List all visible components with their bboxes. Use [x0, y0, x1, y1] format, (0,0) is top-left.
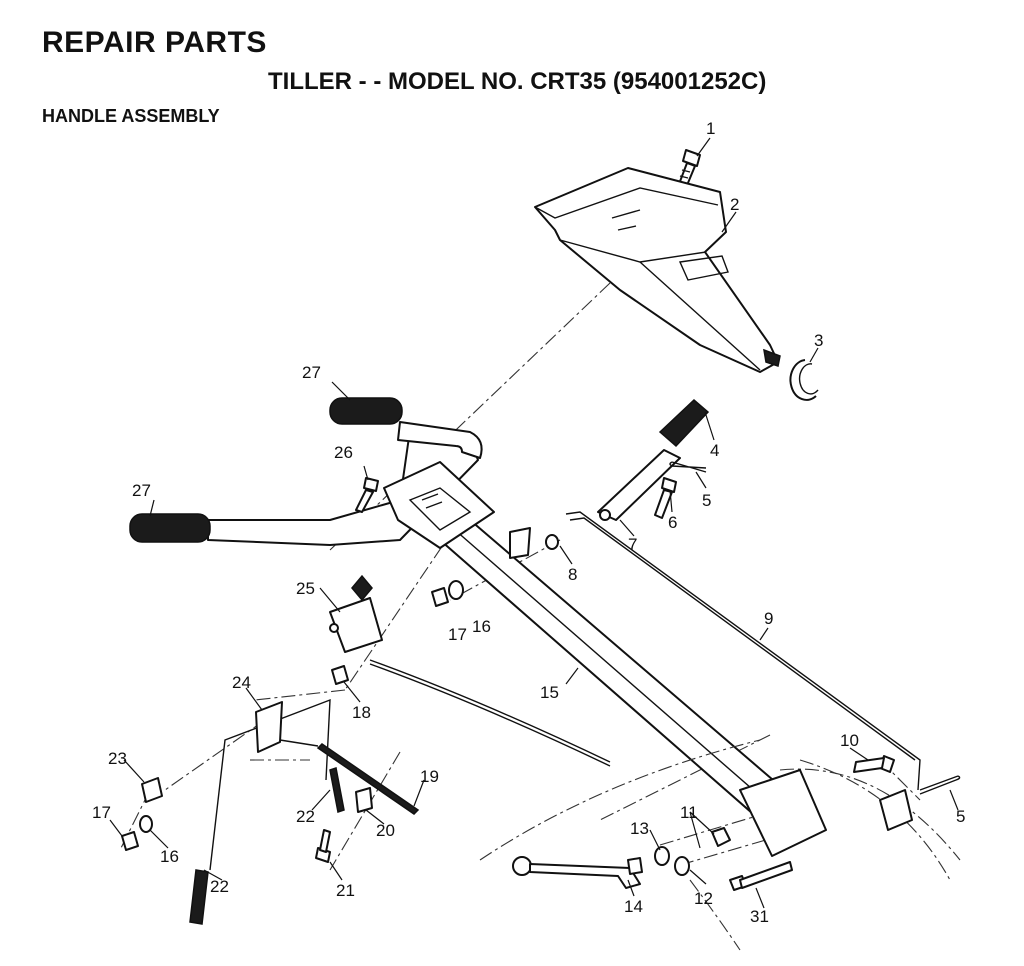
part-7-control-lever — [597, 449, 681, 521]
callout-19: 19 — [420, 767, 439, 786]
transmission-housing-outline — [479, 739, 961, 951]
part-12-washer — [674, 856, 690, 876]
callout-17-upper: 17 — [448, 625, 467, 644]
callout-25: 25 — [296, 579, 315, 598]
part-13-washer — [654, 846, 670, 866]
part-27-hand-grip-lower — [129, 513, 211, 543]
callout-numbers: 1 2 3 4 5 6 7 8 9 10 11 12 13 14 15 16 1… — [92, 119, 965, 926]
part-2-handle-cover — [534, 167, 781, 373]
part-31-bolt — [729, 861, 793, 891]
part-16-washer-upper — [448, 580, 464, 600]
part-26-bolt — [355, 477, 379, 513]
part-19-cable — [279, 739, 420, 815]
callout-22-left: 22 — [210, 877, 229, 896]
callout-21: 21 — [336, 881, 355, 900]
page-title: REPAIR PARTS — [42, 26, 267, 59]
callout-8: 8 — [568, 565, 577, 584]
part-4-lever-grip — [658, 398, 710, 448]
callout-10: 10 — [840, 731, 859, 750]
part-5-hairpin-clip-lower — [919, 775, 961, 795]
callout-22-right: 22 — [296, 807, 315, 826]
section-heading: HANDLE ASSEMBLY — [42, 106, 220, 126]
callout-9: 9 — [764, 609, 773, 628]
callout-5-lower: 5 — [956, 807, 965, 826]
gearcase-plate — [739, 769, 827, 857]
part-17-nut-upper — [431, 587, 449, 607]
part-27-hand-grip-upper — [329, 397, 403, 425]
part-6-bolt — [654, 477, 677, 519]
callout-27-lower: 27 — [132, 481, 151, 500]
callout-11: 11 — [680, 803, 698, 822]
callout-16-upper: 16 — [472, 617, 491, 636]
part-24-bail-bracket — [209, 698, 331, 871]
part-22-rod-left — [189, 869, 209, 925]
callout-14: 14 — [624, 897, 643, 916]
callout-13: 13 — [630, 819, 649, 838]
callout-17-lower: 17 — [92, 803, 111, 822]
callout-24: 24 — [232, 673, 251, 692]
callout-26: 26 — [334, 443, 353, 462]
callout-27-upper: 27 — [302, 363, 321, 382]
callout-4: 4 — [710, 441, 719, 460]
part-14-shift-lever — [512, 856, 643, 889]
callout-31: 31 — [750, 907, 769, 926]
part-22-rod-right — [329, 767, 345, 813]
callout-23: 23 — [108, 749, 127, 768]
part-3-retaining-ring — [789, 359, 819, 401]
part-16-washer-lower — [139, 815, 153, 833]
callout-18: 18 — [352, 703, 371, 722]
part-21-bolt — [315, 829, 331, 863]
part-25-throttle-control — [329, 574, 383, 653]
throttle-cable — [369, 659, 611, 767]
part-10-bolt — [853, 755, 895, 773]
part-23-clip — [141, 777, 163, 803]
part-17-nut-lower — [121, 831, 139, 851]
callout-leaders — [109, 137, 959, 909]
callout-16-lower: 16 — [160, 847, 179, 866]
part-20-adjuster — [355, 787, 373, 813]
callout-2: 2 — [730, 195, 739, 214]
part-18-nut — [331, 665, 349, 685]
model-subtitle: TILLER - - MODEL NO. CRT35 (954001252C) — [268, 68, 767, 95]
part-11-key — [711, 827, 731, 847]
callout-5-upper: 5 — [702, 491, 711, 510]
callout-6: 6 — [668, 513, 677, 532]
callout-12: 12 — [694, 889, 713, 908]
callout-20: 20 — [376, 821, 395, 840]
shift-arm — [879, 789, 913, 831]
part-8-bushing — [545, 534, 559, 550]
callout-15: 15 — [540, 683, 559, 702]
part-9-control-rod — [565, 511, 921, 791]
part-5-hairpin-clip-upper — [669, 461, 707, 473]
callout-1: 1 — [706, 119, 715, 138]
callout-3: 3 — [814, 331, 823, 350]
handle-mounting-bracket — [383, 461, 495, 549]
callout-7: 7 — [628, 535, 637, 554]
